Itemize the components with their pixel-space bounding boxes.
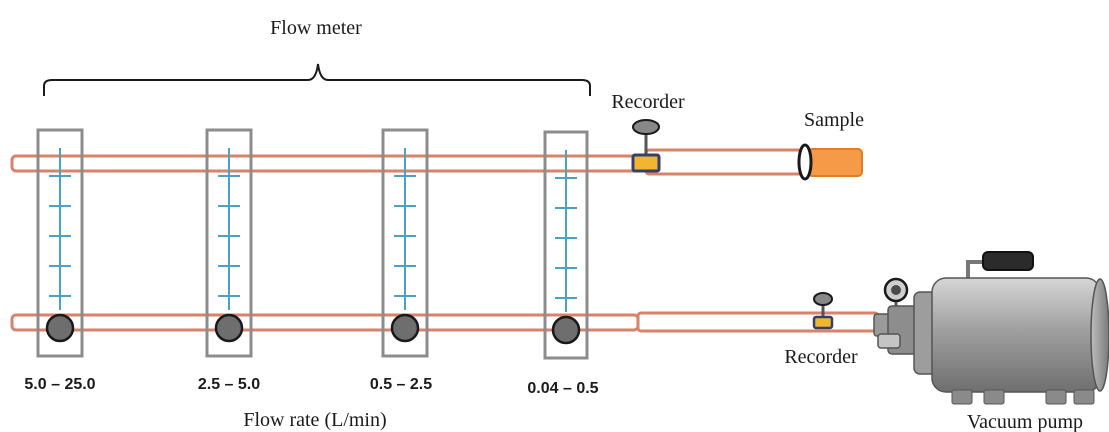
float-ball-4 bbox=[551, 315, 581, 345]
float-ball-2 bbox=[214, 313, 244, 343]
top-sample-pipe bbox=[644, 148, 808, 176]
flow-meter-brace bbox=[43, 63, 591, 96]
meter-range-1: 5.0 – 25.0 bbox=[24, 376, 95, 393]
bottom-pump-pipe bbox=[636, 311, 880, 333]
sample-label: Sample bbox=[804, 109, 864, 131]
top-recorder-valve bbox=[631, 119, 661, 173]
vacuum-pump bbox=[873, 251, 1109, 405]
recorder-top-label: Recorder bbox=[611, 91, 685, 113]
bottom-recorder-valve bbox=[812, 292, 834, 330]
flow-rate-label: Flow rate (L/min) bbox=[243, 409, 386, 431]
float-ball-1 bbox=[45, 313, 75, 343]
sample-filter bbox=[797, 143, 863, 181]
flow-meter-1 bbox=[36, 128, 84, 358]
flow-meter-4 bbox=[543, 130, 589, 360]
float-ball-3 bbox=[390, 313, 420, 343]
vacuum-pump-label: Vacuum pump bbox=[967, 411, 1083, 432]
top-pipe bbox=[10, 154, 648, 173]
flow-meter-2 bbox=[205, 128, 253, 358]
recorder-bottom-label: Recorder bbox=[784, 346, 858, 368]
meter-range-3: 0.5 – 2.5 bbox=[370, 376, 432, 393]
meter-range-4: 0.04 – 0.5 bbox=[527, 380, 598, 397]
flow-meter-3 bbox=[381, 128, 429, 358]
meter-range-2: 2.5 – 5.0 bbox=[198, 376, 260, 393]
diagram-title: Flow meter bbox=[270, 17, 362, 39]
